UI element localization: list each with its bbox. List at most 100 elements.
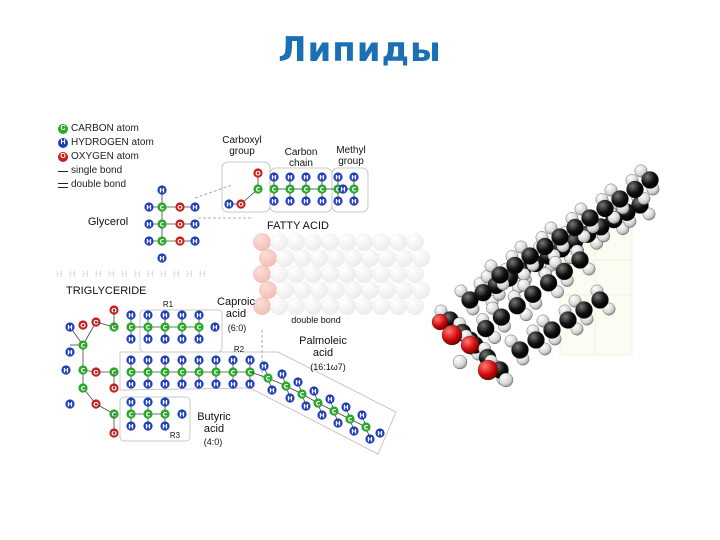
hydrogen-atom: H (160, 397, 170, 407)
r2-label: R2 (233, 345, 245, 354)
triglyceride-label: TRIGLYCERIDE (66, 285, 147, 297)
faint-hydrogen-symbol: H (186, 269, 193, 279)
svg-text:H: H (261, 362, 266, 370)
oxygen-atom: O (78, 320, 88, 330)
svg-text:O: O (111, 429, 117, 437)
hydrogen-atom: H (259, 361, 269, 371)
oxygen-atom: O (175, 219, 185, 229)
oxygen-atom-icon: O (58, 152, 68, 162)
svg-text:C: C (300, 390, 305, 398)
faint-hydrogen-symbol: H (147, 269, 154, 279)
svg-text:H: H (179, 380, 184, 388)
svg-text:C: C (336, 185, 341, 193)
svg-text:H: H (196, 335, 201, 343)
oxygen-atom: O (175, 202, 185, 212)
svg-text:H: H (335, 173, 340, 181)
svg-text:H: H (128, 311, 133, 319)
hydrogen-atom: H (285, 393, 295, 403)
svg-text:C: C (288, 185, 293, 193)
svg-text:C: C (272, 185, 277, 193)
carbon-atom: C (297, 389, 307, 399)
hydrogen-atom: H (267, 385, 277, 395)
double-bond-label: double bond (291, 315, 341, 325)
svg-text:H: H (179, 356, 184, 364)
svg-text:C: C (160, 237, 165, 245)
oxygen-atom: O (253, 168, 263, 178)
hydrogen-atom: H (126, 355, 136, 365)
svg-text:C: C (81, 341, 86, 349)
svg-text:H: H (213, 356, 218, 364)
carbon-atom: C (317, 184, 327, 194)
hydrogen-atom: H (333, 196, 343, 206)
carbon-atom: C (177, 322, 187, 332)
hydrogen-atom: H (126, 334, 136, 344)
palmoleic-code: (16:1ω7) (310, 362, 346, 372)
svg-text:C: C (332, 407, 337, 415)
carbon-atom: C (78, 383, 88, 393)
hydrogen-atom: H (194, 334, 204, 344)
svg-text:H: H (128, 380, 133, 388)
svg-text:H: H (271, 197, 276, 205)
hydrogen-atom: H (228, 379, 238, 389)
svg-text:H: H (159, 254, 164, 262)
hydrogen-atom: H (349, 172, 359, 182)
hydrogen-atom: H (160, 421, 170, 431)
faint-hydrogen-symbol: H (82, 269, 89, 279)
svg-text:C: C (129, 410, 134, 418)
faint-hydrogen-symbol: H (69, 269, 76, 279)
hydrogen-atom: H (194, 310, 204, 320)
hydrogen-atom: H (126, 397, 136, 407)
hydrogen-atom: H (126, 379, 136, 389)
hydrogen-atom: H (61, 365, 71, 375)
svg-text:C: C (163, 410, 168, 418)
hydrogen-atom: H (160, 310, 170, 320)
faint-hydrogen-symbol: H (95, 269, 102, 279)
carbon-atom: C (194, 367, 204, 377)
hydrogen-atom: H (143, 310, 153, 320)
svg-text:H: H (192, 220, 197, 228)
legend-single-bond: single bond (71, 165, 123, 176)
carbon-atom: C (329, 406, 339, 416)
faint-hydrogen-symbol: H (108, 269, 115, 279)
carbon-atom: C (361, 422, 371, 432)
carbon-atom: C (78, 365, 88, 375)
svg-text:C: C (214, 368, 219, 376)
svg-text:H: H (128, 422, 133, 430)
svg-text:H: H (303, 402, 308, 410)
hydrogen-atom: H (301, 172, 311, 182)
svg-text:H: H (351, 197, 356, 205)
legend-oxygen: OXYGEN atom (71, 151, 139, 162)
svg-text:H: H (335, 197, 340, 205)
svg-text:H: H (162, 311, 167, 319)
svg-text:O: O (177, 237, 183, 245)
svg-text:H: H (146, 220, 151, 228)
faint-hydrogen-symbol: H (56, 269, 63, 279)
methyl-group-label: Methyl group (336, 145, 366, 167)
svg-text:C: C (352, 185, 357, 193)
hydrogen-atom: H (190, 236, 200, 246)
hydrogen-atom: H (65, 322, 75, 332)
svg-text:H: H (230, 380, 235, 388)
svg-text:C: C (163, 368, 168, 376)
svg-text:H: H (213, 380, 218, 388)
hydrogen-atom: H (143, 379, 153, 389)
hydrogen-atom: H (309, 386, 319, 396)
svg-text:C: C (160, 203, 165, 211)
glycerol-label: Glycerol (87, 216, 129, 228)
carbon-atom: C (269, 184, 279, 194)
svg-text:H: H (179, 410, 184, 418)
svg-text:O: O (80, 321, 86, 329)
carbon-atom: C (126, 409, 136, 419)
svg-text:O: O (177, 203, 183, 211)
svg-text:H: H (145, 311, 150, 319)
butyric-code: (4:0) (203, 437, 223, 447)
hydrogen-atom: H (365, 434, 375, 444)
hydrogen-atom: H (333, 418, 343, 428)
svg-text:C: C (129, 323, 134, 331)
carbon-atom: C (211, 367, 221, 377)
svg-text:O: O (111, 384, 117, 392)
carbon-atom: C (126, 322, 136, 332)
